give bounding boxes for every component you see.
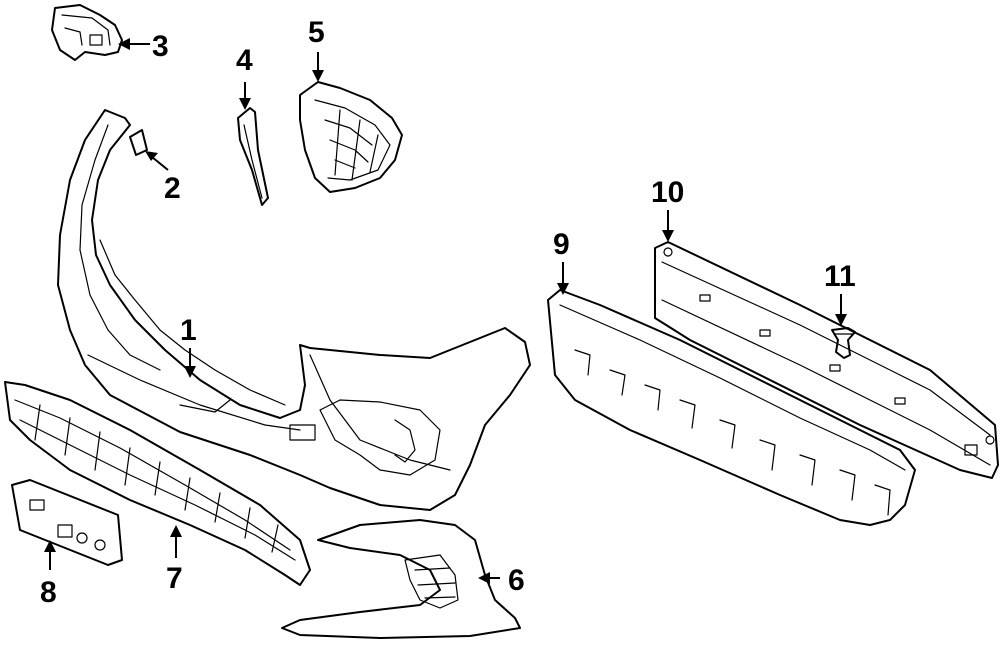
part-4-strip xyxy=(237,107,269,206)
part-1-bumper-cover xyxy=(57,109,531,511)
callout-3: 3 xyxy=(152,30,169,63)
callout-11: 11 xyxy=(824,260,856,293)
callout-10: 10 xyxy=(651,176,684,209)
callout-2: 2 xyxy=(164,172,181,205)
part-6-lower-trim xyxy=(281,519,521,639)
part-7-lower-grille xyxy=(4,381,311,586)
part-9-absorber xyxy=(547,289,916,526)
part-2-clip xyxy=(129,129,148,156)
part-10-reinforcement xyxy=(654,241,999,479)
callout-labels: 3 2 4 5 1 7 8 6 9 10 11 xyxy=(40,16,856,609)
leader-lines xyxy=(44,38,847,584)
callout-4: 4 xyxy=(236,44,253,77)
callout-7: 7 xyxy=(166,562,183,595)
callout-5: 5 xyxy=(308,16,325,49)
callout-9: 9 xyxy=(553,228,570,261)
part-11-clip xyxy=(831,327,856,359)
part-5-housing xyxy=(299,81,403,193)
part-8-plate xyxy=(11,479,123,566)
callout-6: 6 xyxy=(508,564,525,597)
callout-8: 8 xyxy=(40,576,57,609)
callout-1: 1 xyxy=(180,314,197,347)
part-3-bracket xyxy=(51,4,123,61)
